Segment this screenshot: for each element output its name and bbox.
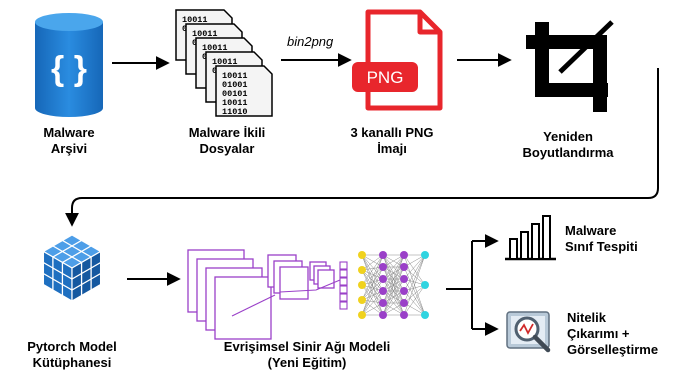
dense-unit — [339, 285, 348, 294]
png-badge-text: PNG — [367, 68, 404, 87]
nn-node — [400, 263, 408, 271]
nn-edge — [361, 266, 384, 286]
nn-node — [379, 299, 387, 307]
database-icon: { } — [35, 13, 103, 117]
cnn-connection — [279, 279, 341, 293]
binary-bits: 10011 — [222, 98, 248, 108]
binary-bits: 10011 — [222, 71, 248, 81]
label-pytorch: Pytorch Model Kütüphanesi — [27, 339, 117, 370]
label-png-image: 3 kanallı PNG İmajı — [350, 125, 434, 156]
label-classification: Malware Sınıf Tespiti — [565, 223, 638, 254]
nn-node — [358, 251, 366, 259]
nn-node — [379, 263, 387, 271]
feature-map — [279, 266, 309, 300]
nn-edge — [361, 269, 384, 292]
nn-edge — [382, 254, 405, 268]
cnn-diagram-icon — [187, 249, 429, 340]
nn-edge — [403, 266, 426, 286]
label-feature-extraction: Nitelik Çıkarımı + Görselleştirme — [567, 310, 659, 357]
nn-node — [400, 275, 408, 283]
nn-edge — [403, 284, 426, 304]
nn-edge — [382, 254, 405, 280]
crop-icon — [526, 20, 614, 112]
nn-node — [379, 311, 387, 319]
binary-bits: 01001 — [222, 80, 248, 90]
nn-edge — [361, 254, 384, 316]
nn-edge — [361, 254, 384, 286]
feature-map — [317, 269, 335, 289]
dense-unit — [339, 293, 348, 302]
nn-node — [358, 311, 366, 319]
nn-node — [358, 296, 366, 304]
nn-edge — [382, 266, 405, 316]
nn-edge — [361, 266, 384, 316]
nn-edge — [382, 254, 405, 292]
nn-edge — [361, 278, 384, 316]
nn-node — [400, 251, 408, 259]
binary-files-icon: 1001101001100110100110011010011001101001… — [175, 9, 273, 117]
nn-node — [421, 311, 429, 319]
edge-label-bin2png: bin2png — [287, 34, 334, 49]
pytorch-cube-icon — [42, 234, 102, 303]
nn-edge — [403, 284, 426, 316]
nn-node — [400, 287, 408, 295]
nn-node — [379, 287, 387, 295]
nn-edge — [382, 254, 405, 316]
nn-edge — [382, 278, 405, 316]
binary-bits: 10011 — [212, 57, 238, 67]
nn-edge — [361, 284, 384, 304]
dense-unit — [339, 261, 348, 270]
binary-bits: 11010 — [222, 107, 248, 117]
nn-edge — [403, 254, 426, 316]
nn-node — [400, 299, 408, 307]
nn-edge — [361, 254, 384, 301]
cnn-connection — [231, 294, 276, 317]
nn-edge — [361, 299, 384, 316]
label-binary-files: Malware İkili Dosyalar — [188, 125, 266, 156]
nn-node — [358, 281, 366, 289]
nn-edge — [361, 269, 384, 304]
png-file-icon: PNG — [352, 9, 443, 111]
cube-right-face — [71, 261, 83, 281]
nn-node — [379, 275, 387, 283]
bar-chart-icon — [505, 215, 556, 261]
feature-map — [214, 276, 272, 340]
nn-edge — [403, 254, 426, 304]
nn-edge — [361, 290, 384, 316]
nn-edge — [403, 254, 426, 280]
nn-node — [421, 251, 429, 259]
nn-edge — [382, 302, 405, 316]
label-cnn-model: Evrişimsel Sinir Ağı Modeli (Yeni Eğitim… — [223, 339, 391, 370]
nn-edge — [361, 254, 384, 271]
nn-edge — [403, 254, 426, 268]
nn-edge — [382, 290, 405, 316]
binary-bits: 10011 — [202, 43, 228, 53]
dense-unit — [339, 277, 348, 286]
magnifier-chart-icon — [506, 311, 551, 353]
nn-edge — [361, 284, 384, 316]
nn-node — [358, 266, 366, 274]
dense-unit — [339, 269, 348, 278]
nn-edge — [361, 269, 384, 316]
nn-edge — [403, 254, 426, 292]
label-resize: Yeniden Boyutlandırma — [522, 129, 614, 160]
svg-text:{ }: { } — [51, 50, 87, 88]
nn-edge — [403, 254, 426, 286]
binary-bits: 00101 — [222, 89, 248, 99]
nn-edge — [361, 302, 384, 316]
nn-edge — [361, 278, 384, 301]
binary-bits: 10011 — [182, 15, 208, 25]
nn-edge — [361, 266, 384, 301]
nn-node — [379, 251, 387, 259]
nn-node — [421, 281, 429, 289]
output-fork-connector — [446, 234, 499, 336]
dense-unit — [339, 301, 348, 310]
nn-node — [400, 311, 408, 319]
label-malware-archive: Malware Arşivi — [43, 125, 95, 156]
nn-edge — [382, 254, 405, 304]
arrow-resize-to-pytorch — [65, 68, 659, 227]
binary-bits: 10011 — [192, 29, 218, 39]
